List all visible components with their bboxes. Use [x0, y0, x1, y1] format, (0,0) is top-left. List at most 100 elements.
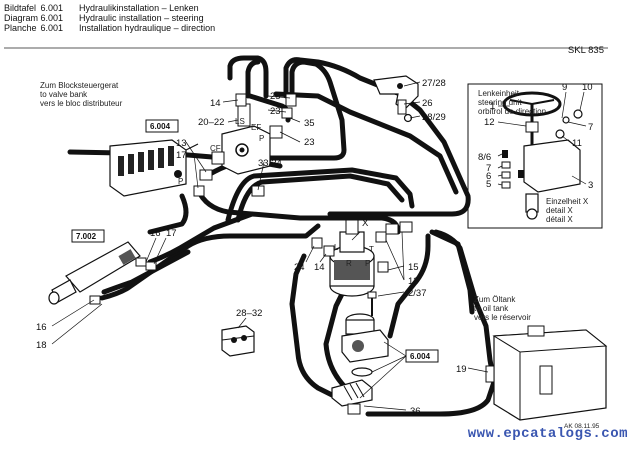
hose-line: [101, 249, 191, 295]
header-title: Hydraulikinstallation – Lenken: [79, 3, 199, 13]
note-steering-unit: Lenkeinheit steering unit orbitrol de di…: [478, 89, 546, 116]
callout-label: 7: [486, 163, 491, 174]
callout-label: 18: [36, 340, 47, 351]
port-label-p3: P: [365, 259, 370, 268]
note-line: vers le réservoir: [474, 313, 531, 322]
steering-detail-frame: [467, 83, 603, 229]
callout-label: 13: [408, 276, 419, 287]
hose-line: [227, 55, 269, 99]
note-line: orbitrol de direction: [478, 107, 546, 116]
callout-label: 23: [270, 106, 281, 117]
callout-label: 17: [176, 150, 187, 161]
callout-label: 6: [486, 171, 491, 182]
note-line: Lenkeinheit: [478, 89, 520, 98]
header-label: Diagram: [4, 13, 39, 23]
header-line-3: Planche 6.001 Installation hydraulique –…: [4, 23, 215, 33]
fittings-top: [193, 93, 297, 197]
note-line: détail X: [546, 215, 573, 224]
hose-line: [429, 229, 475, 315]
port-label-t: T: [369, 245, 374, 254]
callout-label: 14: [210, 98, 221, 109]
header-label: Bildtafel: [4, 3, 37, 13]
hose-line: [289, 253, 345, 403]
callout-label: 9: [562, 82, 567, 93]
callout-label: 8/6: [478, 152, 491, 163]
ref-box-label: 6.004: [150, 122, 171, 131]
callout-label: 10: [582, 82, 593, 93]
port-label-ef: EF: [251, 123, 261, 132]
steering-column: [518, 139, 581, 220]
callout-label: 16: [150, 228, 161, 239]
note-line: to oil tank: [474, 304, 509, 313]
hose-line: [323, 279, 351, 391]
hose-line: [255, 59, 347, 161]
oil-tank: [485, 325, 608, 421]
ref-box-valve[interactable]: 6.004: [145, 119, 179, 133]
port-label-r: R: [346, 259, 352, 268]
callout-label: 1: [490, 101, 495, 112]
hose-line: [147, 193, 189, 235]
port-label-p: P: [259, 134, 264, 143]
port-label-l: L: [334, 243, 339, 252]
pump-assembly: [331, 313, 389, 415]
steering-cylinder: [48, 241, 157, 305]
note-line: steering unit: [478, 98, 522, 107]
callout-label: 16: [36, 322, 47, 333]
callout-label: 24: [294, 262, 305, 273]
watermark: www.epcatalogs.com: [467, 426, 628, 442]
connection-block: [211, 103, 283, 175]
callout-label: 23: [304, 137, 315, 148]
callout-label: 36: [410, 406, 421, 417]
ref-box-pump[interactable]: 6.004: [405, 349, 439, 363]
callout-label: 17: [166, 228, 177, 239]
hose-line: [99, 223, 321, 301]
header-label: Planche: [4, 23, 37, 33]
callout-label: 19: [456, 364, 467, 375]
hose-line: [283, 57, 471, 217]
callout-label: 3: [588, 180, 593, 191]
callout-label: 28/29: [422, 112, 446, 123]
callout-label: 27/28: [422, 78, 446, 89]
callout-label: 5: [486, 179, 491, 190]
header-title: Installation hydraulique – direction: [79, 23, 216, 33]
callout-label: 13: [176, 138, 187, 149]
callout-label: 12: [484, 117, 495, 128]
note-oil-tank: Zum Öltank to oil tank vers le réservoir: [474, 295, 531, 322]
leader-lines: [51, 81, 587, 411]
valve-bank: [109, 139, 199, 197]
note-line: Zum Öltank: [474, 295, 516, 304]
header-number: 6.001: [40, 23, 64, 33]
note-line: to valve bank: [40, 90, 88, 99]
note-line: vers le bloc distributeur: [40, 99, 123, 108]
callout-label: X: [362, 218, 369, 229]
note-detail: Einzelheit X detail X détail X: [546, 197, 589, 224]
steering-small-parts: [501, 109, 583, 189]
drawing-code: AK 08.11.95: [564, 423, 600, 430]
callout-label: 11: [572, 138, 582, 149]
hose-line: [147, 211, 255, 265]
mounting-bracket: [373, 75, 419, 123]
orbitrol-unit: [329, 219, 375, 297]
port-label-p2: P: [178, 177, 183, 186]
header-number: 6.001: [40, 3, 64, 13]
note-line: detail X: [546, 206, 573, 215]
ref-box-cylinder[interactable]: 7.002: [71, 229, 105, 243]
ref-box-label: 6.004: [410, 352, 431, 361]
callouts: 27/28 26 28/29 14 25 23 35 20–22 23 13 1…: [36, 78, 593, 417]
callout-label: 28–32: [236, 308, 262, 319]
note-line: Einzelheit X: [546, 197, 589, 206]
hose-line: [365, 229, 497, 417]
callout-label: 2/37: [408, 288, 427, 299]
callout-label: 25: [270, 91, 281, 102]
hose-line: [273, 91, 459, 195]
header-number: 6.001: [40, 13, 64, 23]
callout-label: 20–22: [198, 117, 224, 128]
ref-box-label: 7.002: [76, 232, 97, 241]
orbitrol-fittings: [311, 221, 413, 273]
hose-line: [387, 233, 431, 339]
header-line-2: Diagram 6.001 Hydraulic installation – s…: [4, 13, 204, 23]
callout-label: 7: [588, 122, 593, 133]
note-valve-bank: Zum Blocksteuergerat to valve bank vers …: [40, 81, 123, 108]
port-label-ls: LS: [235, 117, 245, 126]
